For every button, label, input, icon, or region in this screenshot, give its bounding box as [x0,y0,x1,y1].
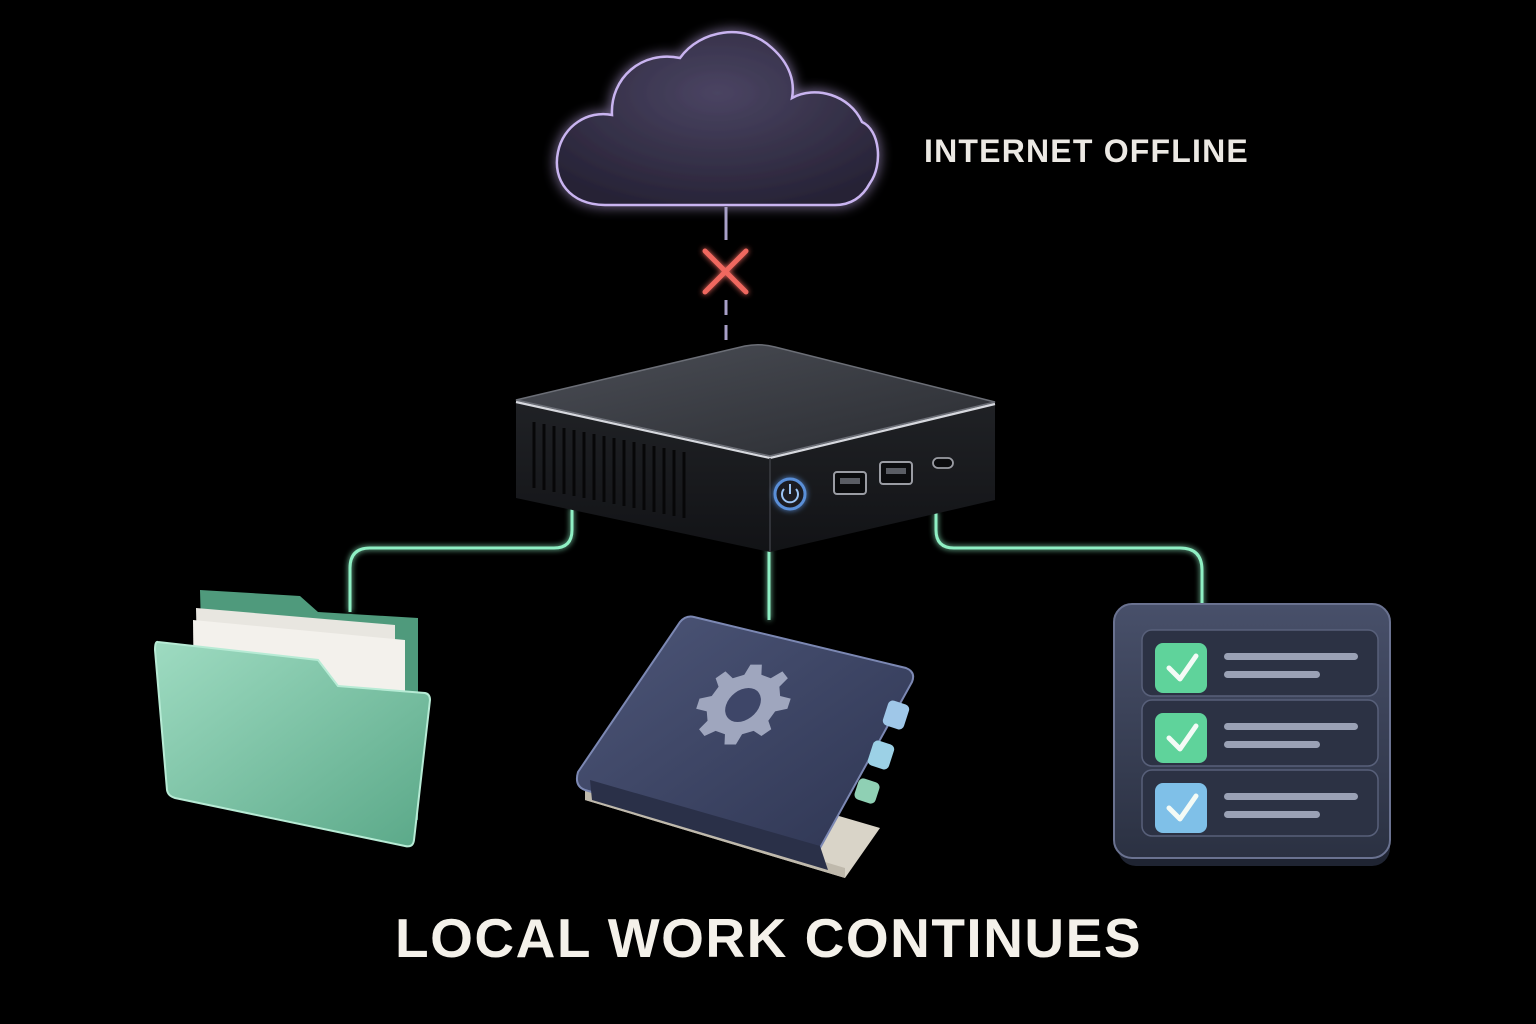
gear-book-icon [575,615,915,878]
checklist-row [1141,699,1379,767]
mini-pc-icon [515,343,996,552]
internet-status-label: INTERNET OFFLINE [924,133,1249,169]
connectors [348,508,1204,620]
folder-icon [153,590,432,848]
usb-ports [833,457,954,495]
cloud-icon [555,31,880,207]
connector-left [348,508,574,612]
x-mark-icon [702,248,749,295]
footer-caption: LOCAL WORK CONTINUES [395,907,1143,969]
power-button-icon [773,477,807,511]
checklist-row [1141,629,1379,697]
connector-right [934,512,1204,612]
gear-icon [696,664,791,745]
checklist-icon [1113,603,1391,866]
vent-grille [532,422,686,518]
checklist-row [1141,769,1379,837]
